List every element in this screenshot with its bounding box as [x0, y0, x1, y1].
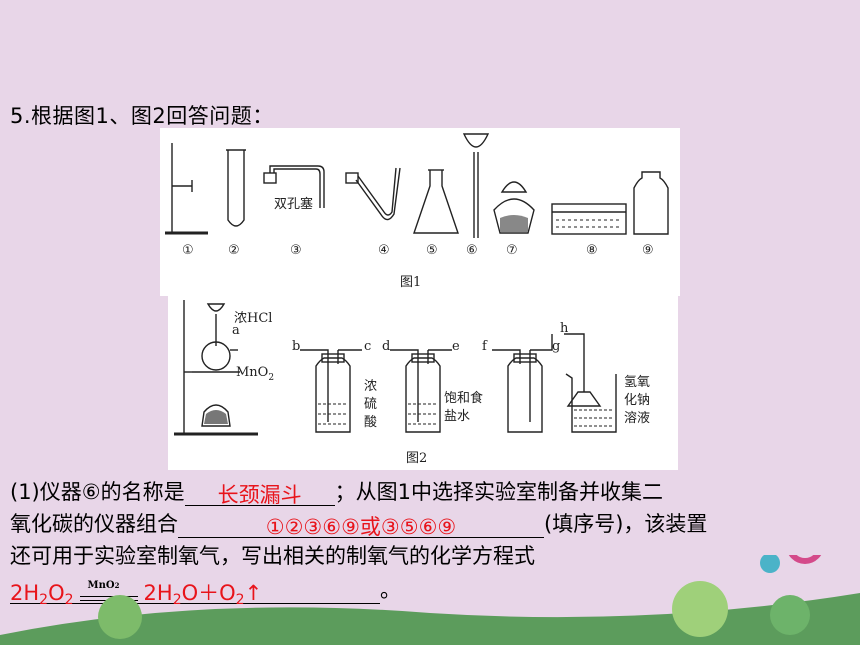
hill-shape	[0, 593, 860, 645]
tree-icon	[672, 581, 728, 637]
figure-2: 浓HCl a MnO2 b c 浓 硫 酸 d	[168, 294, 678, 470]
iron-stand-icon	[165, 143, 208, 235]
port-h-label: h	[560, 321, 569, 336]
fig1-label-9: ⑨	[642, 243, 654, 258]
fig1-label-1: ①	[182, 243, 194, 258]
port-g-label: g	[552, 339, 560, 354]
conical-flask-icon	[413, 169, 459, 234]
fig1-label-8: ⑧	[586, 243, 598, 258]
ring-icon	[788, 555, 822, 564]
bottle1-label-1: 浓	[364, 379, 377, 394]
figure-2-caption: 图2	[406, 451, 427, 466]
fig1-label-4: ④	[378, 243, 390, 258]
wash-bottle-1-icon	[300, 349, 362, 433]
bush-icon	[98, 595, 142, 639]
tree-icon-2	[770, 595, 810, 635]
chlorine-generator-icon	[174, 300, 258, 436]
part1-line3: 还可用于实验室制氧气，写出相关的制氧气的化学方程式	[10, 544, 535, 568]
orb-icon	[760, 555, 780, 573]
alcohol-lamp-icon	[493, 181, 535, 234]
bottle2-label-2: 盐水	[444, 409, 470, 424]
stopper-label: 双孔塞	[274, 196, 313, 212]
answer-blank-1: 长颈漏斗	[184, 479, 335, 507]
figure-1: ① ② 双孔塞 ③ ④ ⑤ ⑥ ⑦ ⑧ ⑨ 图1	[160, 128, 680, 296]
bent-tube-icon	[345, 167, 401, 221]
figure-2-drawing: 浓HCl a MnO2 b c 浓 硫 酸 d	[174, 300, 650, 466]
port-f-label: f	[482, 339, 488, 354]
question-title: 5.根据图1、图2回答问题：	[10, 104, 274, 128]
fig1-label-3: ③	[290, 243, 302, 258]
beaker-label-1: 氢氧	[624, 375, 650, 390]
collection-bottle-icon	[492, 334, 553, 433]
fig1-label-6: ⑥	[466, 243, 478, 258]
wash-bottle-2-icon	[390, 349, 452, 433]
figure-1-drawing: ① ② 双孔塞 ③ ④ ⑤ ⑥ ⑦ ⑧ ⑨ 图1	[165, 133, 669, 290]
gas-jar-icon	[633, 171, 669, 235]
fig1-label-7: ⑦	[506, 243, 518, 258]
beaker-icon	[564, 333, 617, 433]
bottle2-label-1: 饱和食	[444, 390, 483, 406]
long-neck-funnel-icon	[462, 133, 490, 238]
bottle1-label-2: 硫	[364, 397, 377, 412]
answer-1: 长颈漏斗	[217, 483, 302, 507]
fig1-label-5: ⑤	[426, 243, 438, 258]
port-a-label: a	[232, 323, 240, 338]
beaker-label-3: 溶液	[624, 411, 650, 426]
answer-blank-2: ①②③⑥⑨或③⑤⑥⑨	[178, 511, 544, 539]
port-e-label: e	[452, 339, 460, 354]
part1-line1: (1)仪器⑥的名称是长颈漏斗；从图1中选择实验室制备并收集二	[10, 479, 663, 507]
water-trough-icon	[551, 203, 627, 235]
beaker-label-2: 化钠	[624, 393, 650, 408]
fig1-label-2: ②	[228, 243, 240, 258]
bottle1-label-3: 酸	[364, 415, 377, 430]
port-c-label: c	[364, 339, 371, 354]
port-d-label: d	[382, 339, 390, 354]
decorative-landscape	[0, 555, 860, 645]
figure-1-caption: 图1	[400, 275, 421, 290]
equation-answer: 2H2O2	[10, 581, 74, 608]
reagent-mno2-label: MnO2	[236, 365, 274, 383]
port-b-label: b	[292, 339, 300, 354]
test-tube-icon	[226, 149, 246, 227]
answer-2: ①②③⑥⑨或③⑤⑥⑨	[265, 515, 457, 539]
double-hole-stopper-icon	[263, 165, 325, 208]
reagent-hcl-label: 浓HCl	[234, 311, 272, 326]
